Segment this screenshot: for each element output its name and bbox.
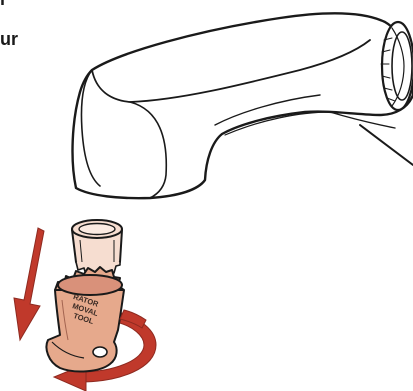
faucet-spray-head [73,13,413,198]
down-arrow-icon [14,228,44,340]
aerator-removal-tool: RATOR MOVAL TOOL [47,267,125,371]
